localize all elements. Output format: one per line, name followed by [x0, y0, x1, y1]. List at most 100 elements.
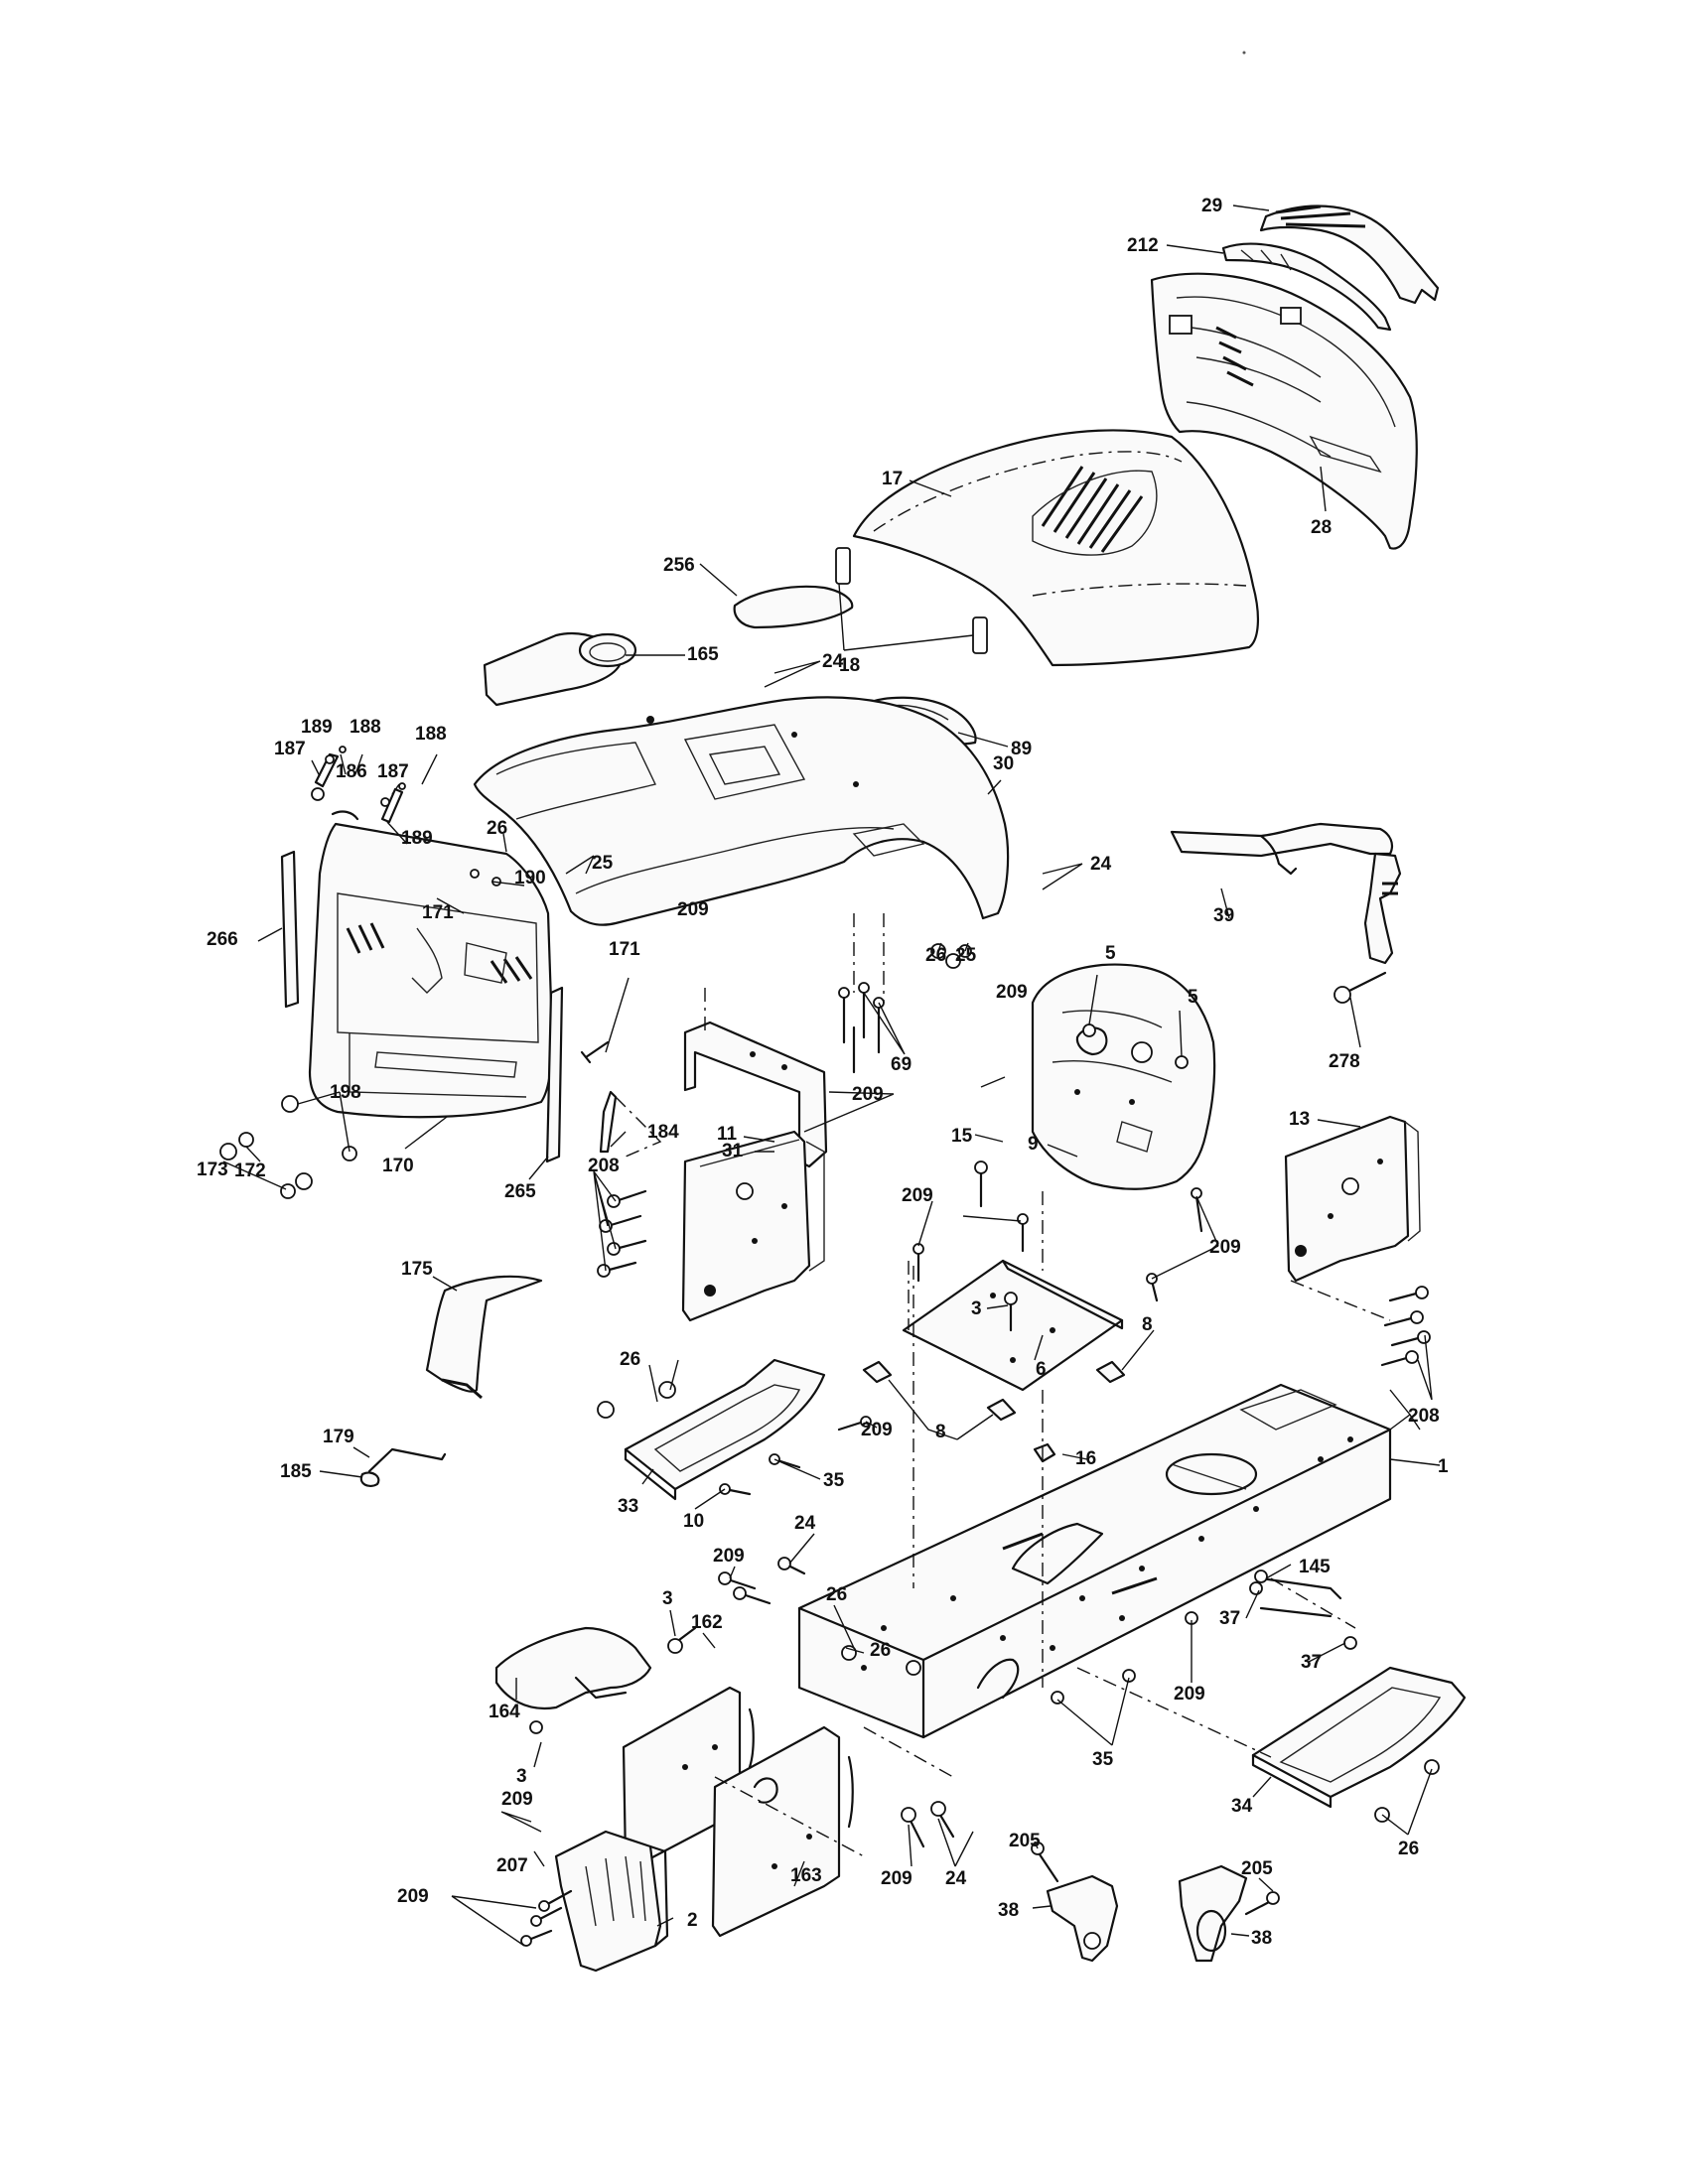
callout-9: 9 [1028, 1134, 1039, 1155]
callout-8-right: 8 [1142, 1314, 1153, 1335]
callout-256: 256 [663, 555, 695, 576]
callout-15: 15 [951, 1126, 973, 1147]
callout-38-left: 38 [998, 1900, 1019, 1921]
callout-209-tower: 209 [996, 982, 1028, 1003]
part-184-bracket [599, 1090, 662, 1158]
callout-186: 186 [336, 761, 367, 782]
callout-205-left: 205 [1009, 1831, 1041, 1851]
callout-35-step: 35 [823, 1470, 845, 1491]
callout-37-top: 37 [1219, 1608, 1240, 1629]
callout-26-mid: 26 [925, 945, 946, 966]
callout-165: 165 [687, 644, 719, 665]
callout-25-mid: 25 [955, 945, 977, 966]
callout-145: 145 [1299, 1557, 1331, 1577]
callout-184: 184 [647, 1122, 679, 1143]
callout-26-step-right: 26 [1398, 1839, 1419, 1859]
callout-170: 170 [382, 1156, 414, 1176]
callout-10: 10 [683, 1511, 704, 1532]
part-38-bracket-left [1046, 1874, 1119, 1963]
part-163-bracket [711, 1725, 854, 1938]
callout-188-right: 188 [415, 724, 447, 745]
callout-3-plate: 3 [971, 1298, 982, 1319]
part-13-right-bracket [1284, 1115, 1421, 1283]
callout-3-frame-top: 3 [662, 1588, 673, 1609]
part-34-step [1251, 1666, 1467, 1823]
callout-212: 212 [1127, 235, 1159, 256]
callout-209-plate-right: 209 [1209, 1237, 1241, 1258]
callout-39: 39 [1213, 905, 1234, 926]
callout-209-frame-mid: 209 [1174, 1684, 1205, 1705]
part-6-plate [902, 1191, 1124, 1392]
part-145-bar [1254, 1570, 1357, 1650]
callout-266: 266 [207, 929, 238, 950]
callout-171-right: 171 [609, 939, 640, 960]
callout-198: 198 [330, 1082, 361, 1103]
callout-172: 172 [234, 1160, 266, 1181]
callout-179: 179 [323, 1427, 354, 1447]
callout-26-top: 26 [487, 818, 507, 839]
callout-208-left: 208 [588, 1156, 620, 1176]
part-165-cup-holder [483, 631, 637, 707]
callout-190: 190 [514, 868, 546, 888]
callout-1: 1 [1438, 1456, 1449, 1477]
callout-173: 173 [197, 1160, 228, 1180]
callout-6: 6 [1036, 1359, 1047, 1380]
callout-187-left: 187 [274, 739, 306, 759]
callout-5-right: 5 [1188, 987, 1198, 1008]
callout-25-top: 25 [592, 853, 614, 874]
callout-185: 185 [280, 1461, 312, 1482]
callout-24-right: 24 [1090, 854, 1112, 875]
callout-30: 30 [993, 753, 1014, 774]
callout-26-frame-a: 26 [826, 1584, 847, 1605]
callout-188-top: 188 [350, 717, 381, 738]
part-17-hood [852, 429, 1260, 667]
callout-13: 13 [1289, 1109, 1310, 1130]
callout-209-front-c: 209 [397, 1886, 429, 1907]
parts-208-bolts [597, 1189, 1431, 1367]
callout-209-plate-top: 209 [902, 1185, 933, 1206]
corner-mark [1242, 51, 1246, 55]
part-9-dash-tower [1031, 963, 1216, 1190]
part-278-bolt [1333, 971, 1387, 1004]
callout-11: 11 [717, 1124, 738, 1145]
part-30-fender [473, 696, 1010, 926]
callout-209-step: 209 [861, 1420, 893, 1440]
callout-209-front-a: 209 [501, 1789, 533, 1810]
part-265-side-trim [545, 986, 564, 1163]
callout-29: 29 [1201, 196, 1222, 216]
callout-265: 265 [504, 1181, 536, 1202]
callout-8-bottom: 8 [935, 1422, 946, 1442]
part-11-left-bracket [681, 1130, 825, 1322]
callout-207: 207 [496, 1855, 528, 1876]
callout-209-frame-top: 209 [713, 1546, 745, 1567]
callout-209-pan: 209 [677, 899, 709, 920]
callout-209-bracket: 209 [852, 1084, 884, 1105]
callout-38-right: 38 [1251, 1928, 1272, 1949]
part-29-trim-strip [1259, 205, 1440, 305]
callout-89: 89 [1011, 739, 1032, 759]
callout-26-frame-b: 26 [870, 1640, 891, 1661]
callout-labels: 29 212 28 17 256 18 165 24 89 30 24 189 … [197, 196, 1449, 1949]
callout-37-bottom: 37 [1301, 1652, 1322, 1673]
callout-35-frame: 35 [1092, 1749, 1114, 1770]
parts-179-185-rod [359, 1447, 447, 1488]
callout-164: 164 [489, 1702, 520, 1722]
part-2-front-bracket [554, 1830, 669, 1973]
callout-5-left: 5 [1105, 943, 1116, 964]
leader-lines [222, 205, 1441, 1947]
callout-34: 34 [1231, 1796, 1253, 1817]
part-256-cover-plate [733, 585, 854, 629]
callout-18: 18 [839, 655, 860, 676]
part-38-bracket-right [1178, 1864, 1248, 1963]
callout-205-right: 205 [1241, 1858, 1273, 1879]
callout-187-right: 187 [377, 761, 409, 782]
part-170-dash-panel [308, 822, 554, 1119]
callout-2: 2 [687, 1910, 698, 1931]
callout-24-frame: 24 [794, 1513, 816, 1534]
callout-33: 33 [618, 1496, 638, 1517]
callout-31: 31 [722, 1141, 744, 1161]
callout-209-front-b: 209 [881, 1868, 912, 1889]
parts-172-173-198-washers [219, 1095, 357, 1199]
part-39-steering-bracket [1170, 822, 1402, 965]
